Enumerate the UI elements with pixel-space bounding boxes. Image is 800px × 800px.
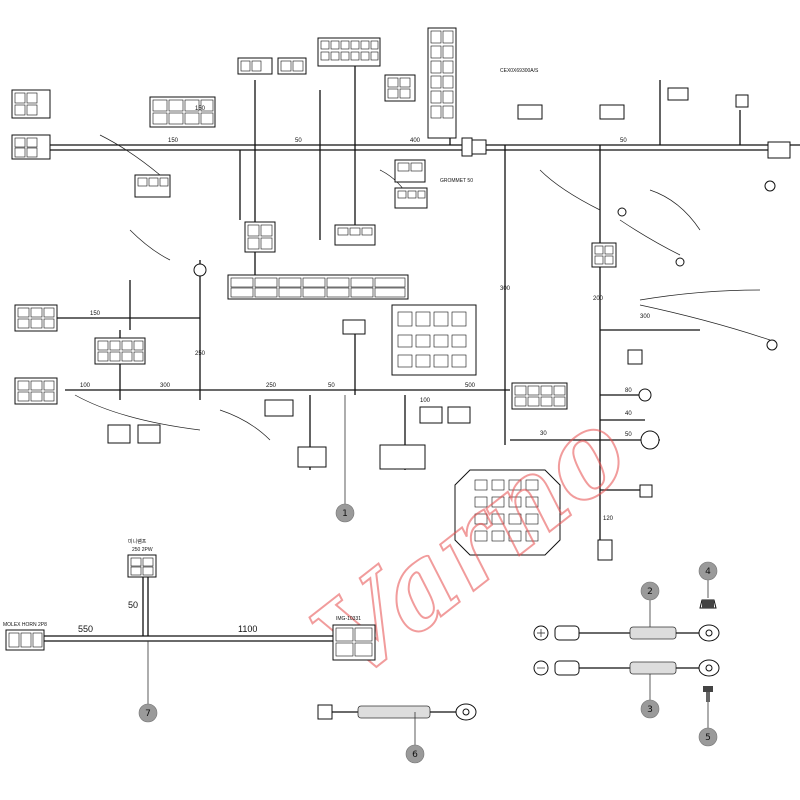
dim-100-b: 100 — [420, 398, 431, 404]
battery-cable-3 — [533, 659, 720, 677]
dim-300-c: 300 — [500, 286, 511, 292]
dim-400: 400 — [410, 138, 421, 144]
connector-left-2 — [94, 337, 146, 365]
mini-lamp-label: 미니램프 — [128, 538, 147, 545]
connector-center-relay-block — [244, 221, 376, 253]
dim-300-b: 300 — [640, 314, 651, 320]
round-components — [193, 180, 778, 450]
callout-7: 7 — [145, 709, 151, 719]
callout-1: 1 — [342, 509, 348, 519]
connector-top-center-2 — [277, 57, 307, 75]
dim-150-c: 150 — [195, 106, 206, 112]
callout-2-circle — [640, 581, 660, 601]
connector-top-center-1 — [237, 57, 273, 75]
fuse-box-lower — [454, 469, 561, 556]
bolt-5 — [703, 686, 713, 702]
dim-50-d: 50 — [625, 432, 632, 438]
cable-6 — [317, 703, 477, 721]
connector-top-middle-large — [317, 37, 381, 67]
dim-150-a: 150 — [168, 138, 179, 144]
dim-1100: 1100 — [238, 624, 257, 634]
nut-4 — [699, 599, 717, 609]
branch-wires — [74, 134, 771, 441]
dim-200: 200 — [593, 296, 604, 302]
dim-50-c: 50 — [328, 383, 335, 389]
molex-label: MOLEX HORN 2P8 — [3, 622, 47, 628]
callout-3-circle — [640, 699, 660, 719]
dim-500: 500 — [465, 383, 476, 389]
dim-50-b: 50 — [620, 138, 627, 144]
callout-5: 5 — [705, 733, 711, 743]
dim-50-e: 50 — [128, 600, 138, 610]
grommet: GROMMET 50 — [440, 137, 487, 184]
dim-30: 30 — [540, 431, 547, 437]
connector-left-1 — [14, 304, 58, 332]
callout-3: 3 — [647, 705, 653, 715]
dim-50-a: 50 — [295, 138, 302, 144]
dim-100-a: 100 — [80, 383, 91, 389]
connector-right-upper — [517, 87, 791, 561]
connector-top-left-2 — [11, 134, 51, 160]
fuse-box-upper — [391, 304, 477, 376]
callout-6: 6 — [412, 750, 418, 760]
connector-grommet-area — [394, 159, 428, 209]
sub-conn-label: IMG-10331 — [336, 616, 361, 622]
connector-left-3 — [14, 377, 58, 405]
callout-5-circle — [698, 727, 718, 747]
connector-top-relay — [384, 74, 416, 102]
dim-120: 120 — [603, 516, 614, 522]
dim-250-a: 250 — [266, 383, 277, 389]
connector-long-strip — [227, 274, 409, 300]
grommet-label: GROMMET 50 — [440, 178, 473, 184]
callout-1-circle — [335, 503, 355, 523]
term-tag-label: CEX0X69300A/S — [500, 68, 539, 74]
dim-550: 550 — [78, 624, 93, 634]
dim-250-b: 250 — [195, 351, 206, 357]
connector-right-block — [511, 382, 568, 410]
dim-80: 80 — [625, 388, 632, 394]
callout-7-circle — [138, 703, 158, 723]
battery-cable-2 — [533, 624, 720, 642]
callout-4-circle — [698, 561, 718, 581]
connector-lower-left — [107, 319, 471, 470]
connector-upper-left-block — [149, 96, 216, 128]
callout-6-circle — [405, 744, 425, 764]
callouts: 1 2 3 4 5 6 7 — [138, 395, 718, 764]
dim-300-a: 300 — [160, 383, 171, 389]
connector-relay-left — [134, 174, 171, 198]
connector-top-tall-strip — [427, 27, 457, 139]
sub-harness-7: 미니램프 250 2PW MOLEX HORN 2P8 IMG-10331 55… — [3, 538, 376, 661]
dim-40: 40 — [625, 411, 632, 417]
dim-150-b: 150 — [90, 311, 101, 317]
connector-top-left-1 — [11, 89, 51, 119]
short-label: 250 2PW — [132, 547, 153, 553]
callout-2: 2 — [647, 587, 653, 597]
callout-4: 4 — [705, 567, 711, 577]
dimension-labels: 150 150 50 400 50 150 250 300 100 300 25… — [80, 106, 651, 522]
